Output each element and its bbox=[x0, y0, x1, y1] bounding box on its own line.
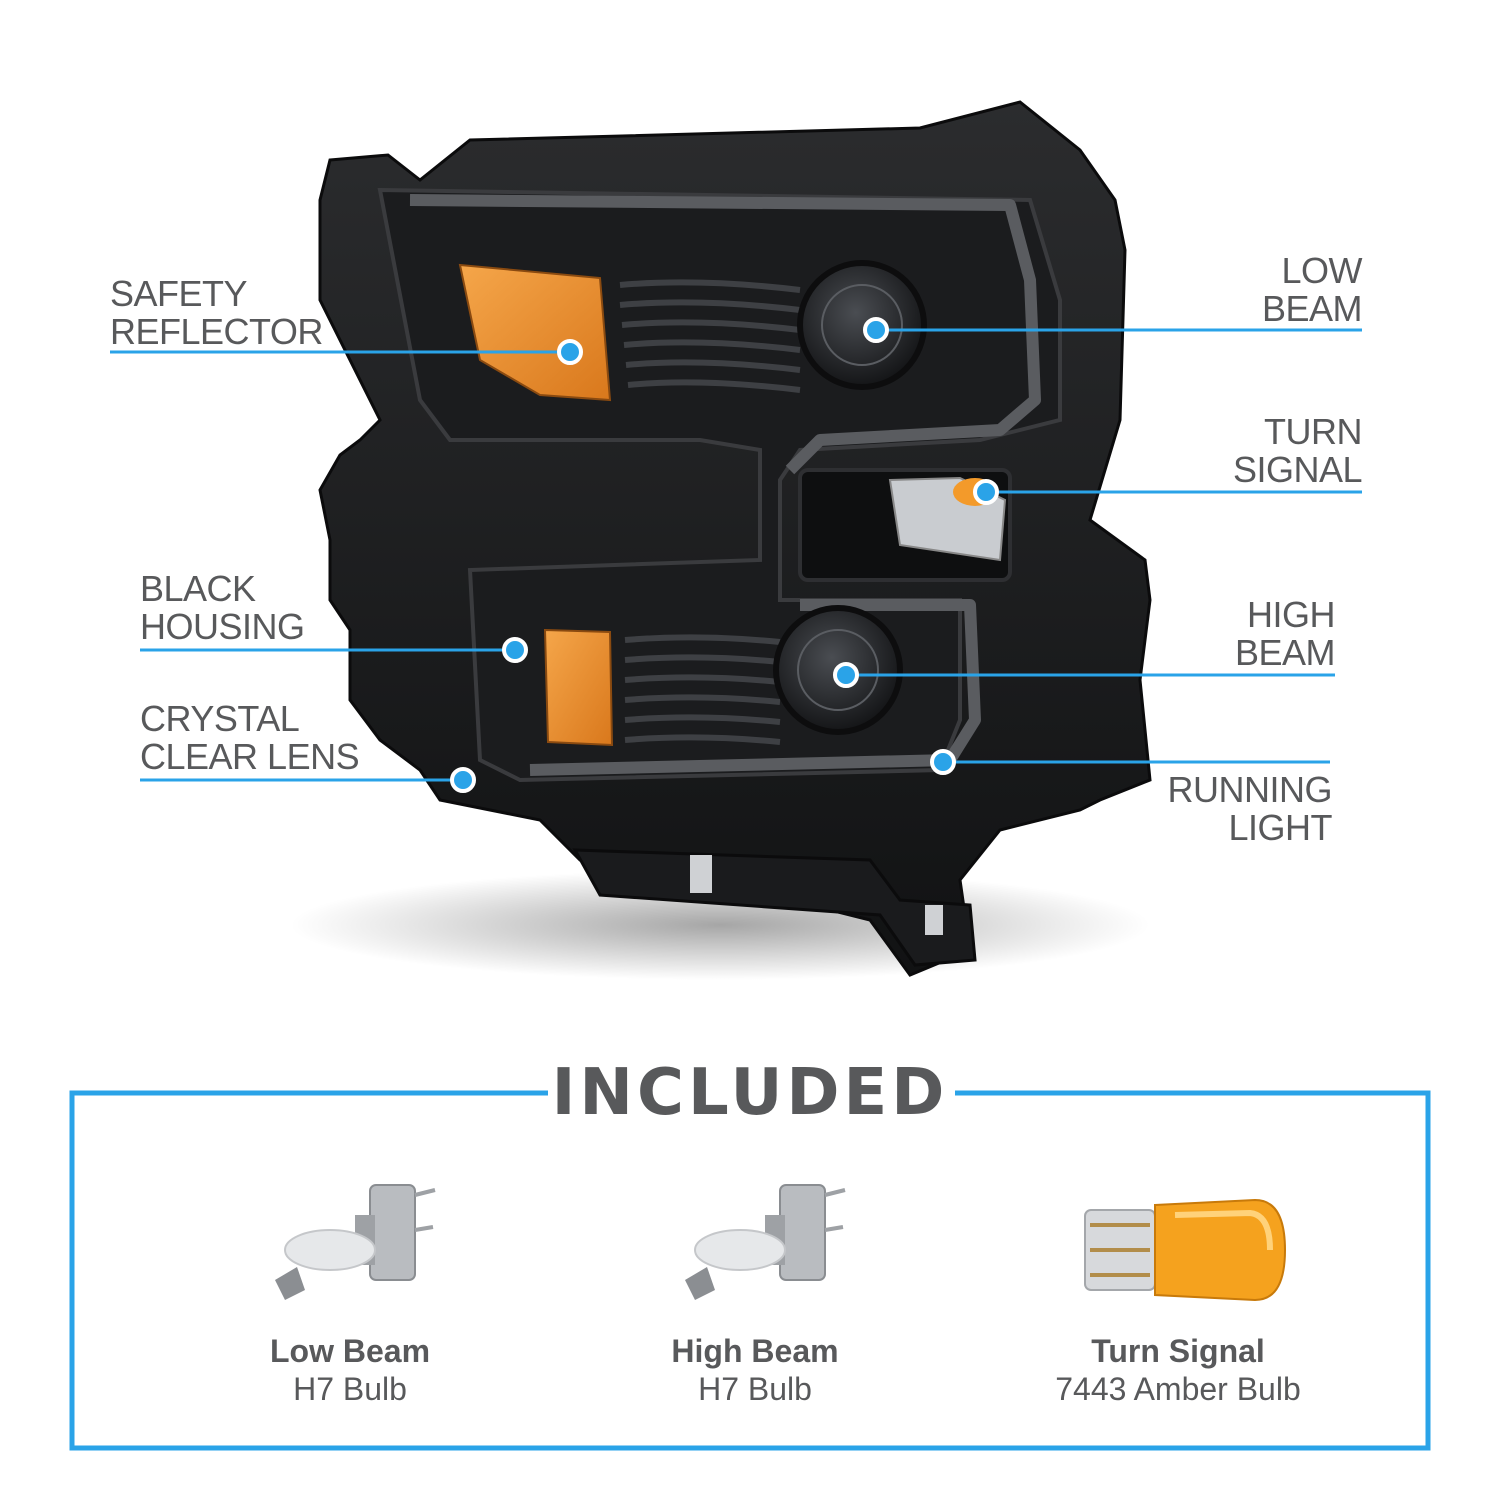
label-line: RUNNING bbox=[1167, 769, 1333, 810]
included-frame bbox=[69, 1090, 1431, 1451]
bulb-name: Low Beam bbox=[269, 1333, 431, 1369]
label-line: HIGH bbox=[1247, 594, 1336, 635]
label-line: TURN bbox=[1264, 411, 1362, 452]
label-black-housing: BLACK HOUSING bbox=[140, 570, 305, 646]
callout-dots bbox=[450, 317, 999, 793]
low-beam-projector bbox=[797, 260, 927, 390]
callout-dot bbox=[502, 637, 528, 663]
bulb-caption-turn-signal: Turn Signal 7443 Amber Bulb bbox=[988, 1332, 1368, 1408]
bulb-caption-low-beam: Low Beam H7 Bulb bbox=[160, 1332, 540, 1408]
label-high-beam: HIGH BEAM bbox=[1234, 594, 1336, 673]
label-line: REFLECTOR bbox=[110, 311, 323, 352]
bracket-tab bbox=[690, 855, 712, 893]
label-line: SIGNAL bbox=[1232, 449, 1363, 490]
low-beam-bulb-image bbox=[275, 1184, 436, 1300]
label-line: CRYSTAL bbox=[140, 698, 300, 739]
label-line: BEAM bbox=[1261, 288, 1363, 329]
callout-dot bbox=[973, 479, 999, 505]
label-safety-reflector: SAFETY REFLECTOR bbox=[110, 275, 323, 351]
lower-reflector-ribs bbox=[624, 634, 781, 745]
callout-dot bbox=[930, 749, 956, 775]
callout-dot bbox=[863, 317, 889, 343]
callout-dot bbox=[450, 767, 476, 793]
label-line: HOUSING bbox=[140, 606, 305, 647]
label-running-light: RUNNING LIGHT bbox=[1168, 771, 1333, 847]
bracket-tab bbox=[925, 905, 943, 935]
included-title: INCLUDED bbox=[550, 1056, 950, 1130]
safety-reflector-lower bbox=[543, 628, 614, 747]
label-turn-signal: TURN SIGNAL bbox=[1232, 411, 1363, 490]
label-line: LOW bbox=[1281, 250, 1362, 291]
bulb-desc: H7 Bulb bbox=[698, 1371, 812, 1407]
label-crystal-clear-lens: CRYSTAL CLEAR LENS bbox=[140, 698, 360, 777]
bulb-name: Turn Signal bbox=[1091, 1333, 1265, 1369]
label-line: BLACK bbox=[140, 568, 256, 609]
bulb-name: High Beam bbox=[671, 1333, 839, 1369]
label-line: LIGHT bbox=[1228, 807, 1332, 848]
callout-lines bbox=[110, 328, 1362, 782]
label-line: BEAM bbox=[1234, 632, 1336, 673]
turn-signal-bulb-image bbox=[1084, 1198, 1287, 1302]
upper-reflector-ribs bbox=[619, 279, 801, 393]
label-line: SAFETY bbox=[110, 273, 248, 314]
callout-dot bbox=[557, 339, 583, 365]
high-beam-bulb-image bbox=[685, 1184, 846, 1300]
running-light-upper bbox=[409, 194, 1041, 475]
running-light-lower bbox=[529, 599, 981, 776]
safety-reflector-upper bbox=[458, 263, 612, 402]
bulb-desc: 7443 Amber Bulb bbox=[1055, 1371, 1301, 1407]
mounting-bracket bbox=[572, 848, 977, 967]
label-low-beam: LOW BEAM bbox=[1261, 250, 1363, 329]
label-line: CLEAR LENS bbox=[140, 736, 360, 777]
bulb-caption-high-beam: High Beam H7 Bulb bbox=[565, 1332, 945, 1408]
bulb-desc: H7 Bulb bbox=[293, 1371, 407, 1407]
callout-dot bbox=[833, 662, 859, 688]
